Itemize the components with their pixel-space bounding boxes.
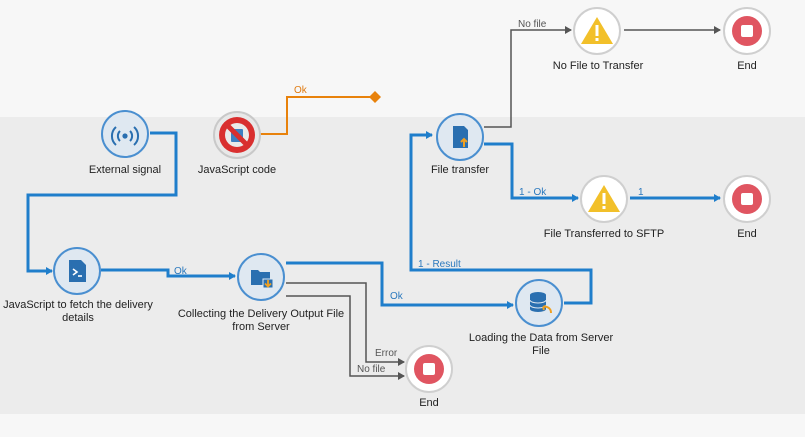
label-file-transfer: File transfer: [430, 164, 490, 176]
signal-wave-icon: [110, 126, 140, 146]
activity-loading-data[interactable]: [515, 279, 563, 327]
activity-end-bottom[interactable]: [405, 345, 453, 393]
wire-jscode-ok[interactable]: [260, 96, 370, 135]
wire-collecting-to-loading[interactable]: [286, 261, 514, 309]
edge-label-error: Error: [375, 348, 398, 359]
activity-file-transfer[interactable]: [436, 113, 484, 161]
database-load-icon: [529, 292, 552, 314]
activity-javascript-code[interactable]: [213, 111, 261, 159]
label-file-transferred-sftp: File Transferred to SFTP: [543, 228, 665, 240]
label-loading-data: Loading the Data from Server File: [468, 332, 614, 357]
edge-label-1: 1: [638, 187, 644, 198]
edge-label-nofile-bottom: No file: [357, 364, 386, 375]
label-js-fetch-delivery: JavaScript to fetch the delivery details: [3, 299, 153, 324]
label-end-top: End: [737, 60, 757, 72]
edge-label-ok-js: Ok: [174, 266, 187, 277]
wire-collecting-nofile[interactable]: [286, 295, 405, 380]
stop-icon: [732, 16, 762, 46]
forbidden-icon: [219, 117, 255, 153]
warning-triangle-icon: [588, 185, 620, 212]
edge-label-ok-collect: Ok: [390, 291, 403, 302]
edge-label-1-result: 1 - Result: [418, 259, 461, 270]
edge-label-nofile-top: No file: [518, 19, 547, 30]
folder-download-icon: [251, 270, 274, 289]
activity-js-fetch-delivery[interactable]: [53, 247, 101, 295]
script-file-icon: [69, 260, 86, 282]
canvas-band-top: [0, 0, 805, 117]
activity-external-signal[interactable]: [101, 110, 149, 158]
edge-label-ok-orange: Ok: [294, 85, 307, 96]
activity-end-top[interactable]: [723, 7, 771, 55]
label-external-signal: External signal: [88, 164, 162, 176]
activity-collecting-delivery-file[interactable]: [237, 253, 285, 301]
warning-triangle-icon: [581, 17, 613, 44]
label-end-middle: End: [737, 228, 757, 240]
activity-end-middle[interactable]: [723, 175, 771, 223]
wire-js-to-collecting[interactable]: [101, 268, 236, 280]
label-javascript-code: JavaScript code: [197, 164, 277, 176]
label-no-file-to-transfer: No File to Transfer: [552, 60, 644, 72]
activity-no-file-to-transfer[interactable]: [573, 7, 621, 55]
label-end-bottom: End: [419, 397, 439, 409]
wire-filetransfer-nofile[interactable]: [484, 26, 572, 128]
edge-label-1-ok: 1 - Ok: [519, 187, 547, 198]
stop-icon: [414, 354, 444, 384]
file-upload-icon: [453, 126, 468, 148]
canvas-band-bottom: [0, 414, 805, 437]
label-collecting-delivery-file: Collecting the Delivery Output File from…: [177, 308, 345, 333]
wire-jscode-ok-end[interactable]: [369, 91, 381, 103]
wire-signal-to-js[interactable]: [26, 131, 178, 275]
stop-icon: [732, 184, 762, 214]
wire-collecting-error[interactable]: [286, 282, 405, 366]
activity-file-transferred-sftp[interactable]: [580, 175, 628, 223]
wire-loading-to-filetransfer[interactable]: [409, 131, 593, 305]
wire-filetransfer-ok[interactable]: [484, 142, 579, 202]
